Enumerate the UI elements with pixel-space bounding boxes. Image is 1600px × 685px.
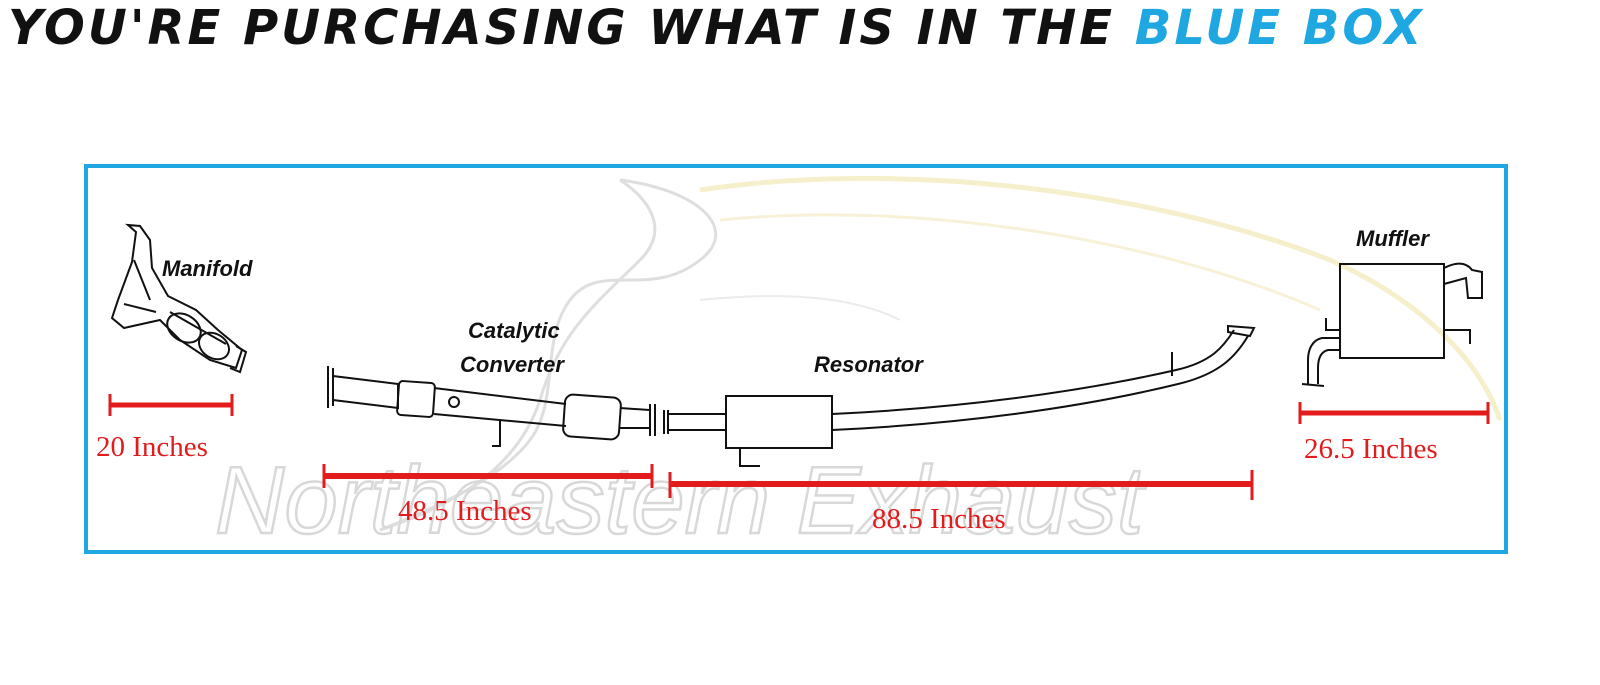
- dimension-label-catalytic: 48.5 Inches: [398, 495, 532, 527]
- watermark-swoosh-icon: [699, 175, 1503, 421]
- page-title: YOU'RE PURCHASING WHAT IS IN THE BLUE BO…: [8, 0, 1598, 56]
- dimension-line-resonator: [668, 470, 1254, 500]
- catalytic-label-line1: Catalytic: [468, 318, 560, 343]
- watermark-swoosh-2-icon: [719, 213, 1321, 312]
- resonator-label: Resonator: [814, 352, 924, 377]
- blue-box: [84, 164, 1508, 554]
- manifold-drawing: [110, 223, 248, 374]
- title-accent-text: BLUE BOX: [1134, 0, 1425, 56]
- dimension-label-muffler: 26.5 Inches: [1304, 433, 1438, 465]
- dimension-line-catalytic: [322, 464, 654, 488]
- muffler-drawing: [1301, 262, 1483, 387]
- dimension-label-manifold: 20 Inches: [96, 431, 208, 463]
- watermark-text: Northeastern Exhaust: [215, 447, 1147, 554]
- manifold-label: Manifold: [162, 256, 253, 281]
- watermark-horse-icon: [379, 178, 718, 532]
- catalytic-label-line2: Converter: [460, 352, 565, 377]
- dimension-line-manifold: [108, 394, 234, 416]
- dimension-line-muffler: [1298, 402, 1490, 424]
- watermark: Northeastern Exhaust: [214, 175, 1503, 555]
- watermark-swoosh-3-icon: [699, 295, 901, 321]
- dimension-lines: [108, 394, 1490, 500]
- muffler-label: Muffler: [1356, 226, 1430, 251]
- resonator-drawing: [663, 324, 1256, 467]
- dimension-label-resonator: 88.5 Inches: [872, 503, 1006, 535]
- title-main-text: YOU'RE PURCHASING WHAT IS IN THE: [8, 0, 1135, 56]
- catalytic-converter-drawing: [327, 366, 656, 447]
